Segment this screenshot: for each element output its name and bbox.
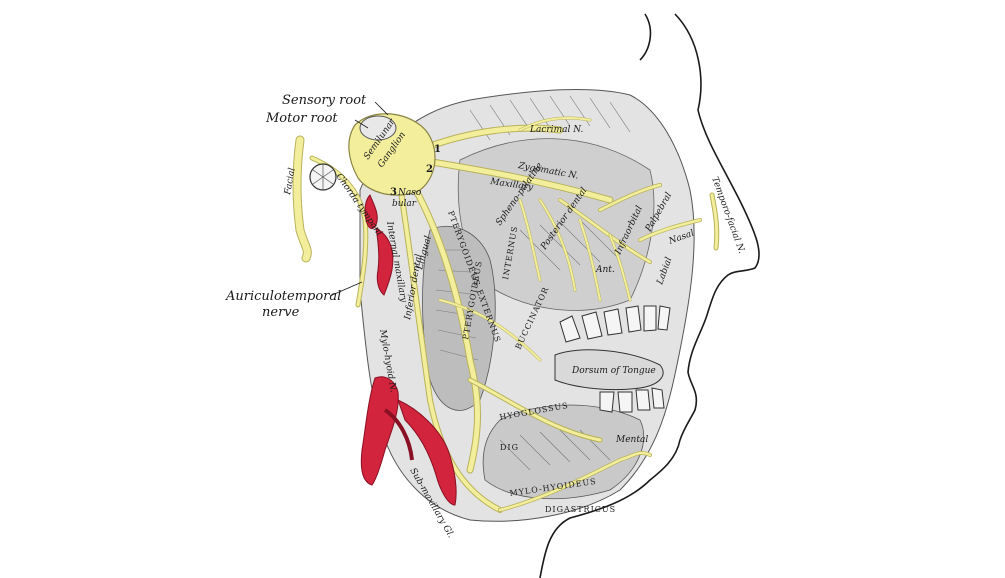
label-nerve: nerve (262, 305, 300, 320)
nerve-branches (292, 116, 720, 513)
label-dig: DIG (500, 443, 519, 452)
label-digastricus: DIGASTRICUS (545, 505, 616, 514)
tongue (554, 349, 664, 391)
upper-teeth (559, 305, 671, 343)
label-bular: bular (392, 199, 417, 209)
arteries (360, 194, 457, 506)
label-lacrimal: Lacrimal N. (529, 125, 584, 135)
semilunar-ganglion (348, 113, 436, 196)
label-mental: Mental (615, 435, 648, 445)
label-dorsum-tongue: Dorsum of Tongue (571, 366, 656, 376)
label-num-3: 3 (390, 187, 397, 198)
label-sensory-root: Sensory root (282, 93, 367, 108)
label-num-1: 1 (434, 144, 441, 155)
tympanic-structure (309, 163, 337, 191)
label-auriculotemporal: Auriculotemporal (225, 289, 341, 304)
lower-teeth (599, 387, 665, 413)
face-outline (539, 13, 760, 578)
leader-lines (329, 101, 389, 297)
label-facial: Facial (283, 167, 298, 197)
label-num-2: 2 (426, 164, 433, 175)
skull-shading (359, 89, 695, 522)
label-ant: Ant. (595, 265, 615, 275)
label-motor-root: Motor root (265, 111, 338, 126)
label-naso: Naso (397, 188, 422, 198)
